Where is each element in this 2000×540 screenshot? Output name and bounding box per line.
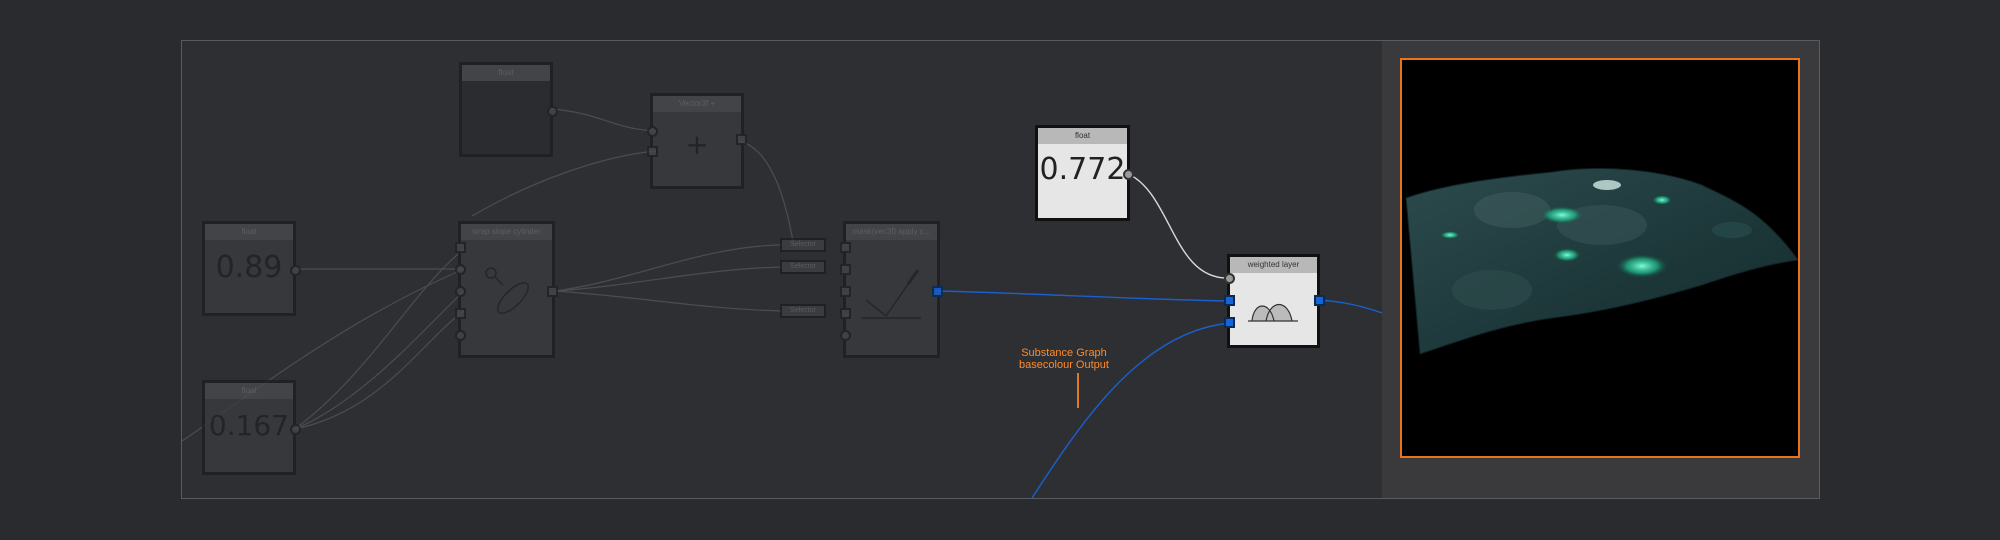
wire-float-to-add	[550, 108, 657, 132]
input-port-1[interactable]	[455, 242, 466, 253]
wire-float-b-to-swirl2	[294, 290, 465, 430]
input-port-3[interactable]	[840, 286, 851, 297]
wire-add-to-mask	[738, 140, 795, 247]
float-node-089[interactable]: float 0.89	[202, 221, 301, 316]
selector-node-2[interactable]: Selector	[780, 260, 826, 274]
input-port-b[interactable]	[647, 146, 658, 157]
comment-line-2: basecolour Output	[1019, 359, 1109, 371]
node-title: float	[1038, 128, 1127, 144]
node-title: Vector3f +	[653, 96, 741, 112]
comment-line-1: Substance Graph	[1021, 347, 1107, 359]
output-port[interactable]	[547, 106, 558, 117]
preview-panel	[1382, 41, 1819, 498]
input-port-weight[interactable]	[1224, 273, 1235, 284]
wire-weighted-out	[1314, 299, 1382, 314]
float-node-0167[interactable]: float 0.167	[202, 380, 301, 475]
node-title: wrap slope cylinder	[461, 224, 552, 240]
wire-mask-to-weighted	[935, 290, 1231, 302]
wrap-cylinder-node[interactable]: wrap slope cylinder	[455, 221, 558, 358]
wire-swirl-to-sel2	[554, 266, 783, 292]
wire-output-to-weighted	[1031, 322, 1231, 498]
node-title: float	[205, 224, 293, 240]
node-editor-window: float Vector3f + + float 0.89 float 0.16…	[181, 40, 1820, 499]
wire-swirl-to-sel1	[554, 244, 783, 292]
node-title: mask(vec3f) apply c...	[846, 224, 937, 240]
node-graph-canvas[interactable]: float Vector3f + + float 0.89 float 0.16…	[182, 41, 1382, 498]
input-port-4[interactable]	[840, 308, 851, 319]
output-port[interactable]	[290, 265, 301, 276]
node-title: float	[205, 383, 293, 399]
selector-node-1[interactable]: Selector	[780, 238, 826, 252]
input-port-base[interactable]	[1224, 295, 1235, 306]
comment-pointer	[1077, 373, 1079, 408]
plus-icon: +	[685, 128, 709, 161]
graph-comment[interactable]: Substance Graph basecolour Output	[1012, 347, 1116, 371]
wire-swirl-to-add	[471, 150, 657, 217]
cylinder-icon	[485, 267, 529, 314]
input-port-4[interactable]	[455, 308, 466, 319]
float-value: 0.772	[1039, 152, 1126, 187]
input-port-1[interactable]	[840, 242, 851, 253]
mask-apply-node[interactable]: mask(vec3f) apply c...	[840, 221, 943, 358]
input-port-a[interactable]	[647, 126, 658, 137]
input-port-2[interactable]	[455, 264, 466, 275]
mask-icon	[861, 269, 921, 319]
output-port[interactable]	[932, 286, 943, 297]
connection-wires	[182, 108, 1382, 498]
input-port-5[interactable]	[455, 330, 466, 341]
input-port-3[interactable]	[455, 286, 466, 297]
selector-node-3[interactable]: Selector	[780, 304, 826, 318]
output-port[interactable]	[736, 134, 747, 145]
terrain-preview	[1405, 167, 1798, 355]
3d-preview-viewport[interactable]	[1400, 58, 1800, 458]
node-title: weighted layer	[1230, 257, 1317, 273]
float-node-top[interactable]: float	[459, 62, 558, 157]
node-title: float	[462, 65, 550, 81]
float-node-0772[interactable]: float 0.772	[1035, 125, 1134, 221]
input-port-layer[interactable]	[1224, 317, 1235, 328]
wire-float-lit-to-weighted	[1125, 172, 1231, 279]
vector-add-node[interactable]: Vector3f + +	[647, 93, 747, 189]
input-port-5[interactable]	[840, 330, 851, 341]
output-port[interactable]	[1314, 295, 1325, 306]
output-port[interactable]	[547, 286, 558, 297]
terrain-surface	[1405, 167, 1798, 355]
weighted-layer-icon	[1248, 303, 1298, 322]
float-value: 0.167	[208, 409, 290, 442]
input-port-2[interactable]	[840, 264, 851, 275]
output-port[interactable]	[1123, 169, 1134, 180]
node-body	[462, 81, 550, 154]
float-value: 0.89	[215, 250, 283, 285]
wire-float-b-to-swirl1	[294, 248, 465, 430]
wire-float-b-to-swirl3	[294, 310, 465, 430]
weighted-layer-node[interactable]: weighted layer	[1224, 254, 1325, 348]
output-port[interactable]	[290, 424, 301, 435]
wire-swirl-to-sel3	[554, 290, 783, 312]
